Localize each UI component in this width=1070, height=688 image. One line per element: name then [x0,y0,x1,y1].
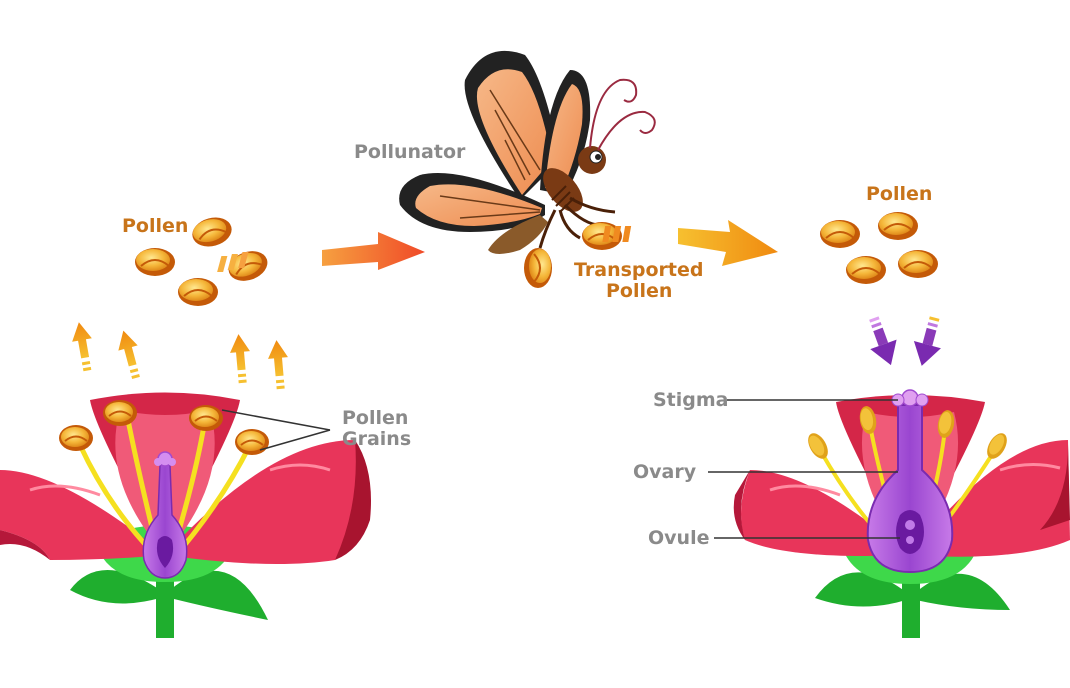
ovule-label: Ovule [648,527,709,549]
pollinator-label: Pollunator [354,141,466,163]
left-flower-pistil [142,464,188,579]
right-flower-petal-right-fold [1040,445,1070,530]
up-arrow-4 [268,340,288,390]
ovary-label: Ovary [633,461,697,483]
left-flower-leaf-right [170,570,268,620]
right-pollen-cluster [819,211,939,285]
up-arrow-3 [230,334,250,384]
down-arrows [869,316,941,366]
down-arrow-right [913,316,941,366]
butterfly [399,50,656,289]
butterfly-lower-wing [488,215,548,254]
right-flower-leaf-right [916,573,1010,610]
pollen-grains-label-2: Grains [342,428,411,450]
transported-pollen-label-2: Pollen [606,280,672,302]
right-flower-stem [902,572,920,638]
pollen-grain [177,277,219,307]
up-arrow-1 [72,322,92,372]
pollen-grain [134,247,176,277]
pollen-grain [877,211,919,241]
right-flower-petal-left-fold [733,470,750,540]
left-flower-petal-right [165,440,360,564]
up-arrow-2 [118,330,140,379]
stigma-label: Stigma [653,389,729,411]
down-arrow-left [869,316,897,366]
left-flower-petal-left-fold [0,530,50,560]
left-flower-petal-right-fold [335,440,371,560]
right-flower-ovule [896,510,924,554]
arrow-to-right-pollen [602,220,778,266]
butterfly-antenna [589,78,638,149]
transported-pollen-grain [523,247,553,289]
pollen-label-left: Pollen [122,215,188,237]
pollen-grain [819,219,861,249]
right-flower [733,389,1070,638]
arrow-to-pollinator [217,232,425,272]
pollen-grain [845,255,887,285]
left-flower [0,392,371,638]
transported-pollen-label-1: Transported [574,259,704,281]
left-flower-stem [156,570,174,638]
pollen-label-right: Pollen [866,183,932,205]
left-flower-petal-left [0,470,165,560]
right-flower-stigma [901,389,919,407]
left-up-arrows [72,322,288,390]
pollen-grains-leader [221,409,331,451]
pollen-grain [188,212,236,252]
pollen-grain [897,249,939,279]
right-flower-pistil [866,404,954,574]
pollen-grains-label-1: Pollen [342,407,408,429]
